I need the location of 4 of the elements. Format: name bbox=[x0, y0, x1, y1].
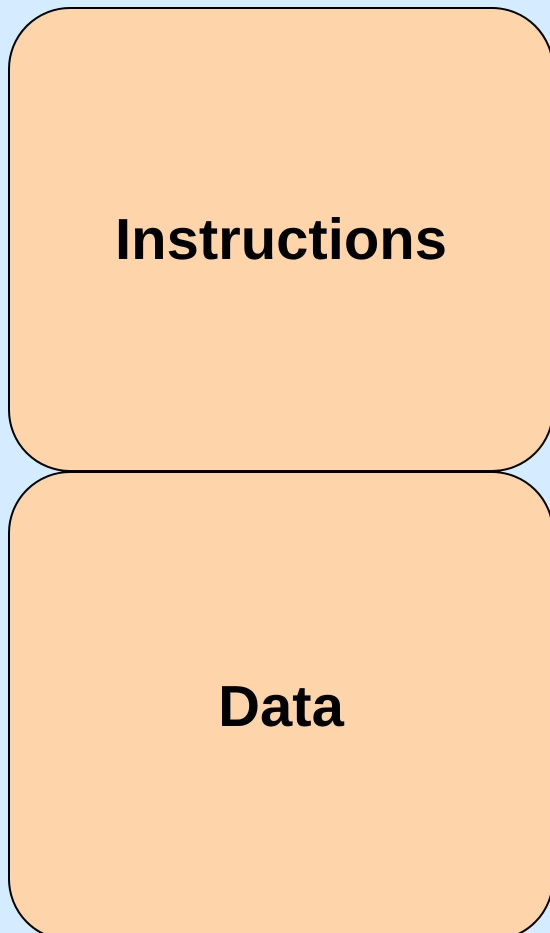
block-label: Data bbox=[218, 672, 344, 740]
memory-block bbox=[8, 7, 550, 472]
memory-block bbox=[8, 471, 550, 933]
block-label: Instructions bbox=[115, 206, 447, 273]
